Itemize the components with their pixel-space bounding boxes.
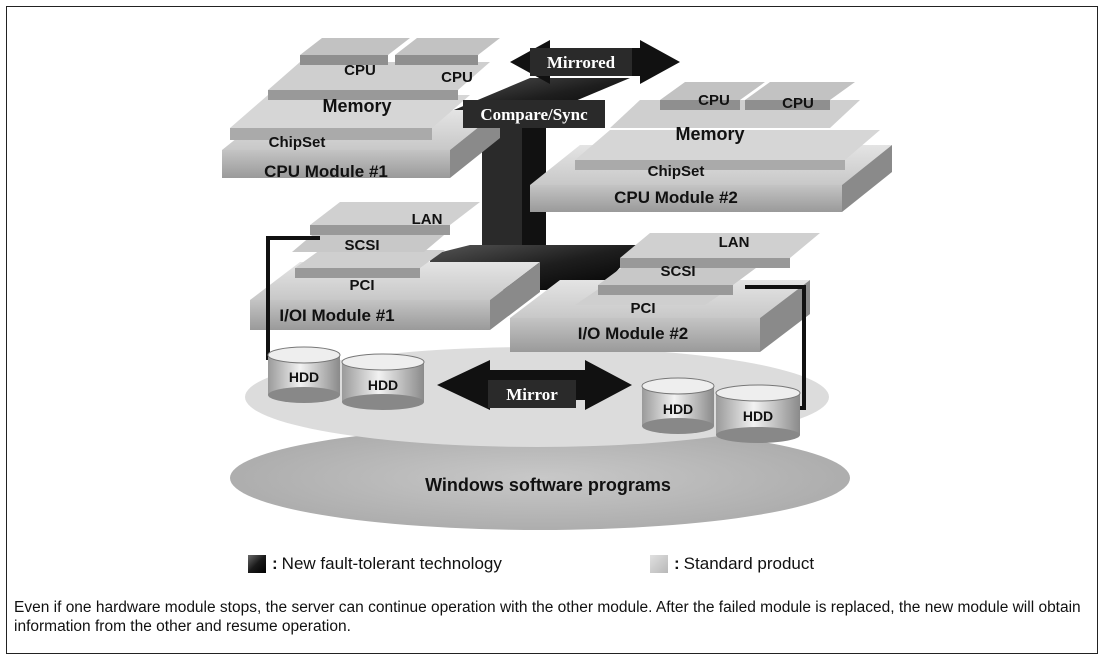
cpu-module-1-label: CPU Module #1 [264, 162, 388, 181]
cpu-module-1 [222, 38, 500, 178]
software-platform [230, 426, 850, 530]
mirror-label: Mirror [506, 385, 558, 404]
memory-label-1: Memory [322, 96, 391, 116]
fault-tolerant-diagram: Mirrored Compare/Sync Mirror CPU CPU Mem… [222, 38, 892, 530]
legend-colon: : [272, 554, 278, 573]
scsi-label-2: SCSI [660, 263, 695, 280]
hdd-group-1 [267, 346, 425, 410]
scsi-label-1: SCSI [344, 237, 379, 254]
legend-colon: : [674, 554, 680, 573]
figure-frame [6, 6, 1098, 654]
io-module-1 [250, 202, 540, 330]
memory-label-2: Memory [675, 124, 744, 144]
mirrored-arrow [510, 40, 680, 84]
hdd-group-2 [641, 377, 801, 443]
compare-sync-label: Compare/Sync [480, 105, 588, 124]
pci-label-1: PCI [349, 277, 374, 294]
legend-standard-text: Standard product [683, 554, 815, 573]
cpu-label-2a: CPU [698, 92, 730, 109]
lan-label-1: LAN [412, 211, 443, 228]
io-module-2-label: I/O Module #2 [578, 324, 689, 343]
lan-label-2: LAN [719, 234, 750, 251]
mirror-arrow [437, 360, 632, 410]
cpu-module-2-label: CPU Module #2 [614, 188, 738, 207]
hdd-label-1: HDD [289, 369, 319, 385]
legend-new-tech: : New fault-tolerant technology [248, 554, 502, 574]
legend-new-tech-text: New fault-tolerant technology [281, 554, 502, 573]
cpu-module-2 [530, 82, 892, 212]
io-module-1-label: I/OI Module #1 [279, 306, 394, 325]
mirrored-label: Mirrored [547, 53, 616, 72]
io-module-2 [510, 233, 820, 352]
legend-standard: : Standard product [650, 554, 814, 574]
chipset-label-2: ChipSet [648, 163, 705, 180]
cpu-label-1a: CPU [344, 62, 376, 79]
pci-label-2: PCI [630, 300, 655, 317]
chipset-label-1: ChipSet [269, 134, 326, 151]
light-swatch-icon [650, 555, 668, 573]
software-label: Windows software programs [425, 475, 671, 495]
hdd-label-3: HDD [663, 401, 693, 417]
hdd-label-2: HDD [368, 377, 398, 393]
compare-sync-label-bg [463, 100, 605, 128]
hdd-label-4: HDD [743, 408, 773, 424]
cpu-label-1b: CPU [441, 69, 473, 86]
dark-swatch-icon [248, 555, 266, 573]
cpu-label-2b: CPU [782, 95, 814, 112]
figure-caption: Even if one hardware module stops, the s… [14, 599, 1081, 635]
